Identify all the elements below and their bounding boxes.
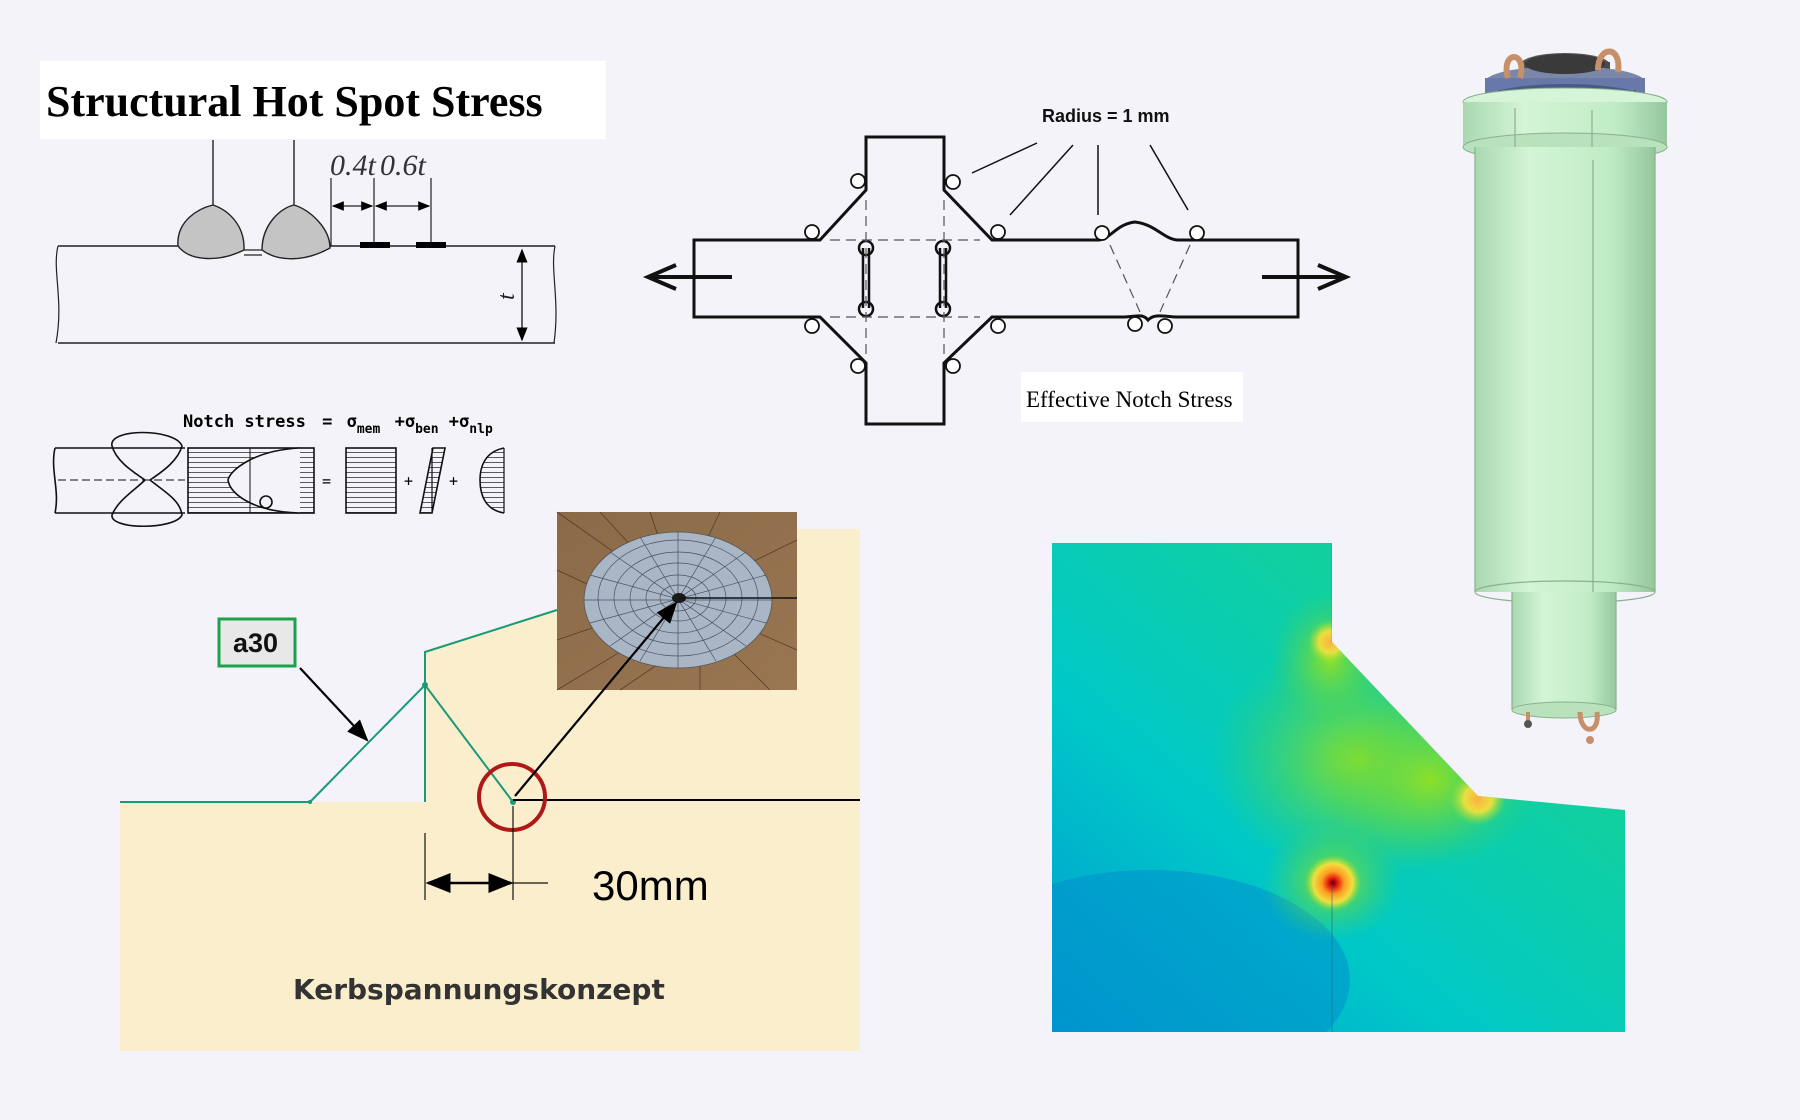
weld-tag-a30: a30 xyxy=(233,628,278,658)
read-point-2 xyxy=(416,242,446,248)
column-3d-render xyxy=(1462,48,1668,744)
notch-highlight-circle xyxy=(477,762,547,832)
hot-spot-stress-diagram: Structural Hot Spot Stress 0.4t 0.6t t xyxy=(40,61,606,344)
mesh-inset-image xyxy=(556,511,798,691)
notch-stress-formula: Notch stress = σmem +σben +σnlp = + + xyxy=(52,412,505,528)
butt-weld-sketch xyxy=(52,431,315,528)
dim-04t-label: 0.4t xyxy=(330,149,377,182)
svg-text:Notch stress = σm: Notch stress = σmem +σben +σnlp xyxy=(183,412,493,438)
kerb-stress-concept-diagram: a30 xyxy=(120,511,860,1051)
thickness-label: t xyxy=(494,292,520,300)
effective-notch-caption: Effective Notch Stress xyxy=(1026,387,1233,412)
dim-06t-label: 0.6t xyxy=(380,149,427,182)
dimension-30mm: 30mm xyxy=(592,862,709,909)
effective-notch-diagram: Radius = 1 mm xyxy=(642,106,1352,426)
radius-label: Radius = 1 mm xyxy=(1042,106,1170,126)
hot-spot-title: Structural Hot Spot Stress xyxy=(46,77,543,126)
read-point-1 xyxy=(360,242,390,248)
svg-text:+: + xyxy=(404,472,413,490)
svg-text:+: + xyxy=(449,472,458,490)
formula-prefix: Notch stress xyxy=(183,412,306,432)
svg-text:=: = xyxy=(322,472,331,490)
kerb-caption: Kerbspannungskonzept xyxy=(293,973,665,1006)
